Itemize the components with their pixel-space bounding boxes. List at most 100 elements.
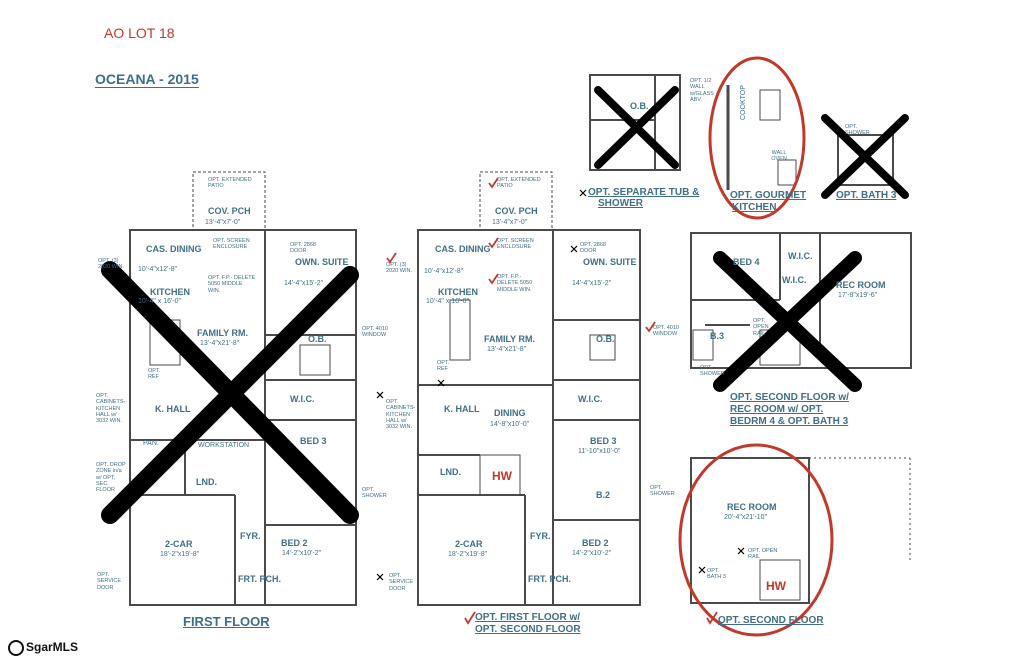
note-extended-patio-opt: OPT. EXTENDED PATIO [497,177,541,190]
caption-opt-second-floor: OPT. SECOND FLOOR [718,615,824,626]
hw-label-first: HW [492,469,512,483]
room-wic-opt: W.I.C. [578,394,603,404]
dim-bed2: 14'-2"x10'-2" [282,550,322,557]
caption-separate-tub: OPT. SEPARATE TUB & [588,187,700,198]
room-cov-pch: COV. PCH [208,206,251,216]
room-family-opt: FAMILY RM. [484,334,536,344]
note-screen-enclosure: OPT. SCREEN ENCLOSURE [213,238,250,251]
wall-oven-label: WALL OVEN [771,150,787,163]
room-bed3: BED 3 [300,436,327,446]
note-3-2020-opt: OPT. (3) 2020 WIN. [386,262,412,275]
room-frt-pch: FRT. PCH. [238,574,282,584]
note-open-rail: OPT. OPEN RAIL [753,318,769,337]
first-floor-cross-b [101,266,359,524]
caption-separate-tub-2: SHOWER [598,198,643,209]
caption-gourmet-2: KITCHEN [732,202,777,213]
dim-cov-pch-opt: 13'-4"x7'-0" [492,219,528,226]
room-2car-opt: 2-CAR [455,539,483,549]
note-cabinets-opt: OPT. CABINETS- KITCHEN HALL w/ 3032 WIN. [386,399,416,431]
caption-gourmet: OPT. GOURMET [730,190,807,201]
room-ob-opt: O.B. [596,334,615,344]
caption-second-rec: OPT. SECOND FLOOR w/ [730,392,849,403]
dim-dining: 14'-8"x10'-0" [490,421,530,428]
room-lnd-opt: LND. [440,467,461,477]
room-bed4: BED 4 [733,257,760,267]
note-half-wall: OPT. 1/2 WALL w/GLASS ABV. [690,78,714,103]
room-rec: REC ROOM [836,280,886,290]
note-4010-opt: OPT. 4010 WINDOW [653,325,679,338]
workstation-label: WORKSTATION [198,442,250,449]
dim-bed2-opt: 14'-2"x10'-2" [572,550,612,557]
dim-own-suite-opt: 14'-4"x15'-2" [572,280,612,287]
dim-rec-2: 20'-4"x21'-10" [724,514,768,521]
room-family: FAMILY RM. [197,328,249,338]
dim-bed3: 11'-10"x10'-0" [578,448,621,455]
note-extended-patio: OPT. EXTENDED PATIO [208,177,252,190]
opt-second-floor-circle [678,443,834,637]
mls-watermark: SgarMLS [8,640,78,656]
dim-cov-pch: 13'-4"x7'-0" [205,219,241,226]
note-cabinets: OPT. CABINETS- KITCHEN HALL w/ 3032 WIN. [96,393,126,425]
room-ob-tub: O.B. [630,101,649,111]
hw-label-second: HW [766,579,786,593]
room-bed2: BED 2 [281,538,308,548]
room-bed2-opt: BED 2 [582,538,609,548]
room-rec-2: REC ROOM [727,502,777,512]
cooktop-label: COOKTOP [740,85,747,120]
note-shower-2nd: OPT. SHOWER [700,365,725,378]
caption-opt-first-floor: OPT. FIRST FLOOR w/ [475,612,580,623]
room-b3: B.3 [710,331,725,341]
room-b2: B.2 [596,490,611,500]
room-lnd: LND. [196,477,217,487]
note-shower-opt: OPT. SHOWER [650,485,675,498]
room-cas-dining-opt: CAS. DINING [435,244,491,254]
room-fyr-opt: FYR. [530,531,551,541]
room-bed3-opt: BED 3 [590,436,617,446]
note-2868-door: OPT. 2868 DOOR [290,242,316,255]
dim-cas-dining-opt: 10'-4"x12'-8" [424,268,464,275]
note-open-rail-2: OPT. OPEN RAIL [748,548,778,561]
room-wic-2: W.I.C. [788,251,813,261]
note-fp: OPT. F.P.- DELETE 5050 MIDDLE WIN. [208,275,256,294]
note-ref: OPT. REF [148,368,161,381]
note-screen-enclosure-opt: OPT. SCREEN ENCLOSURE [497,238,534,251]
dim-2car: 18'-2"x19'-8" [160,551,200,558]
caption-first-floor: FIRST FLOOR [183,614,270,629]
plan-title: OCEANA - 2015 [95,71,199,88]
room-dining: DINING [494,408,526,418]
room-wic: W.I.C. [290,394,315,404]
room-frt-pch-opt: FRT. PCH. [528,574,572,584]
dim-kitchen-opt: 10'-4" x 16'-0" [426,298,470,305]
room-own-suite: OWN. SUITE [295,257,349,267]
dim-rec: 17'-8"x19'-6" [838,292,878,299]
dim-family: 13'-4"x21'-8" [200,340,240,347]
note-fp-opt: OPT. F.P.- DELETE 5050 MIDDLE WIN. [497,274,533,293]
note-3-2020: OPT. (3) 2020 WIN. [98,258,124,271]
note-service-door: OPT. SERVICE DOOR [97,572,122,591]
caption-second-rec-2: REC ROOM w/ OPT. [730,404,824,415]
gourmet-kitchen-circle [708,56,806,220]
house-logo-icon [8,640,24,656]
dim-2car-opt: 18'-2"x19'-8" [448,551,488,558]
opt-second-floor-outline [690,457,810,604]
room-cas-dining: CAS. DINING [146,244,202,254]
caption-opt-bath: OPT. BATH 3 [836,190,897,201]
note-bath3: OPT. BATH 3 [707,568,726,581]
room-own-suite-opt: OWN. SUITE [583,257,637,267]
room-kitchen-opt: KITCHEN [438,287,478,297]
note-4010: OPT. 4010 WINDOW [362,326,388,339]
dim-family-opt: 13'-4"x21'-8" [487,346,527,353]
cov-porch-outline [192,171,266,231]
note-drop-zone: OPT. DROP ZONE in/a w/ OPT. SEC. FLOOR [96,462,126,494]
room-2car: 2-CAR [165,539,193,549]
dim-cas-dining: 10'-4"x12'-8" [138,266,178,273]
room-k-hall: K. HALL [155,404,191,414]
note-opt-shower-bath: OPT. SHOWER [845,124,870,137]
separate-tub-outline [589,74,681,171]
caption-opt-second-floor-line2: OPT. SECOND FLOOR [475,624,581,635]
room-wic-3: W.I.C. [782,275,807,285]
room-fyr: FYR. [240,531,261,541]
room-kitchen: KITCHEN [150,287,190,297]
